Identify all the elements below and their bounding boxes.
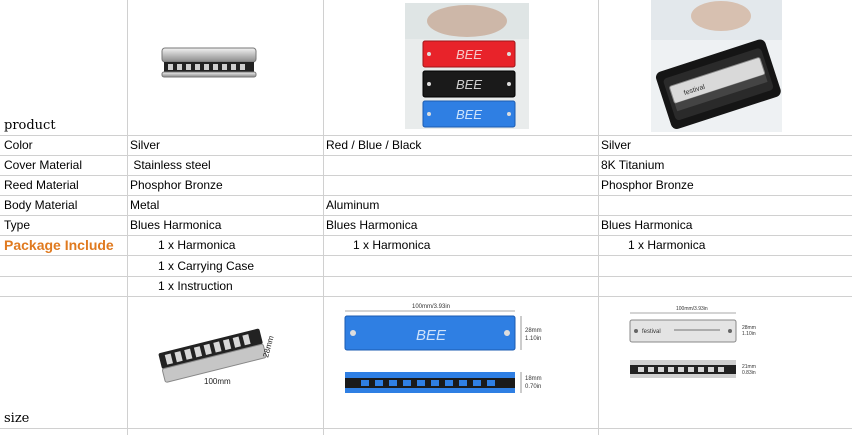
col1-package-item: 1 x Instruction: [158, 279, 233, 293]
col1-reed-material: Phosphor Bronze: [130, 178, 223, 192]
size-top-label: 100mm/3.93in: [676, 306, 708, 312]
product-image-silver-harmonica: [158, 44, 260, 80]
size-h1-label: 28mm: [525, 328, 542, 334]
grid-row: [0, 135, 852, 136]
size-image-col3: 100mm/3.93in festival 28mm 1.10in 21mm 0…: [624, 302, 766, 384]
col1-color: Silver: [130, 138, 161, 152]
col2-package-item: 1 x Harmonica: [353, 238, 431, 252]
col3-package-item: 1 x Harmonica: [628, 238, 706, 252]
brand-text: BEE: [456, 47, 482, 62]
brand-text: BEE: [456, 77, 482, 92]
brand-text: BEE: [456, 107, 482, 122]
size-image-col2: 100mm/3.93in BEE 28mm 1.10in 18mm 0.70in: [337, 300, 567, 394]
size-h2-in-label: 0.70in: [525, 384, 541, 390]
grid-col-2: [323, 0, 324, 435]
col3-type: Blues Harmonica: [601, 218, 693, 232]
size-h1-label: 28mm: [742, 325, 756, 331]
size-h2-in-label: 0.83in: [742, 370, 756, 376]
label-body-material: Body Material: [4, 198, 78, 212]
col3-color: Silver: [601, 138, 632, 152]
col2-color: Red / Blue / Black: [326, 138, 422, 152]
grid-row: [0, 175, 852, 176]
col1-type: Blues Harmonica: [130, 218, 222, 232]
col1-package-item: 1 x Harmonica: [158, 238, 236, 252]
grid-row: [0, 276, 852, 277]
size-h2-label: 21mm: [742, 364, 756, 370]
label-package-include: Package Include: [4, 237, 114, 253]
col1-body-material: Metal: [130, 198, 160, 212]
grid-row: [0, 428, 852, 429]
label-reed-material: Reed Material: [4, 178, 79, 192]
size-h2-label: 18mm: [525, 376, 542, 382]
grid-row: [0, 215, 852, 216]
product-image-harmonica-case: festival: [651, 0, 782, 132]
grid-row: [0, 195, 852, 196]
size-h1-in-label: 1.10in: [525, 336, 541, 342]
label-cover-material: Cover Material: [4, 158, 83, 172]
col1-cover-material: Stainless steel: [130, 158, 211, 172]
label-type: Type: [4, 218, 31, 232]
size-length-label: 100mm: [204, 377, 231, 386]
grid-col-1: [127, 0, 128, 435]
grid-row: [0, 255, 852, 256]
brand-text: BEE: [416, 327, 447, 344]
col3-cover-material: 8K Titanium: [601, 158, 665, 172]
size-top-label: 100mm/3.93in: [412, 304, 450, 310]
grid-row: [0, 235, 852, 236]
brand-text: festival: [642, 329, 661, 335]
label-product: product: [4, 118, 56, 133]
col3-reed-material: Phosphor Bronze: [601, 178, 694, 192]
col2-body-material: Aluminum: [326, 198, 380, 212]
product-image-colored-harmonicas: BEE BEE BEE: [405, 3, 529, 129]
col1-package-item: 1 x Carrying Case: [158, 259, 255, 273]
label-size: size: [4, 411, 30, 426]
size-image-col1: 100mm 28mm: [152, 318, 280, 390]
grid-row: [0, 296, 852, 297]
grid-col-3: [598, 0, 599, 435]
label-color: Color: [4, 138, 33, 152]
size-h1-in-label: 1.10in: [742, 331, 756, 337]
size-width-label: 28mm: [261, 334, 276, 358]
col2-type: Blues Harmonica: [326, 218, 418, 232]
grid-row: [0, 155, 852, 156]
